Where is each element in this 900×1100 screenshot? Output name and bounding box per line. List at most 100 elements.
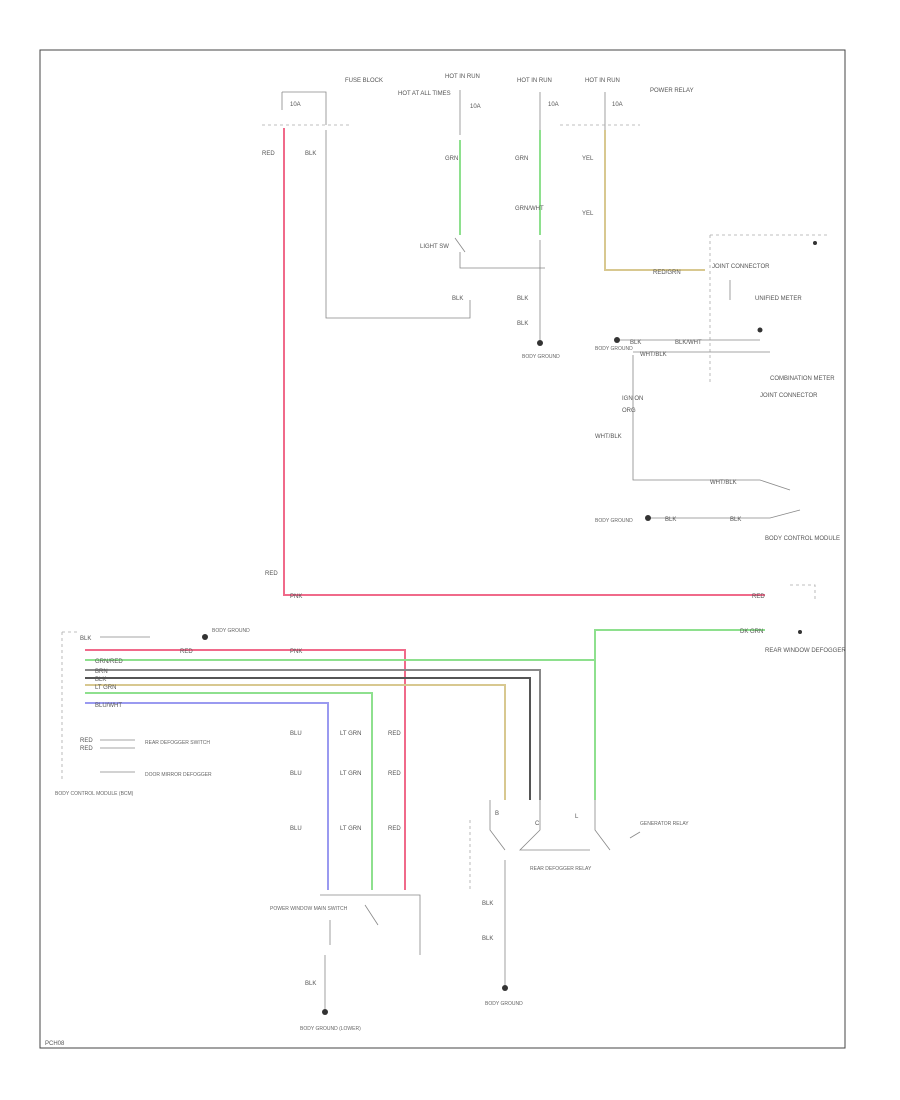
wire-label-blk-wht: BLK/WHT	[675, 340, 702, 346]
unified-meter-label: UNIFIED METER	[755, 296, 802, 302]
relay-arm	[629, 831, 641, 839]
wire-label-yel: YEL	[582, 156, 594, 162]
wire-label-blk-relay-2: BLK	[482, 936, 493, 942]
col-blu-label-3: BLU	[290, 826, 302, 832]
figure-code: PCH08	[45, 1041, 65, 1047]
col-red-label: RED	[388, 731, 401, 737]
light-sw-label: LIGHT SW	[420, 244, 449, 250]
wire-label-yel-2: YEL	[582, 211, 594, 217]
wire-label-blk-bcm: BLK	[80, 636, 91, 642]
wire-label-grn-wht: GRN/WHT	[515, 206, 544, 212]
wire-label-red-grn: RED/GRN	[653, 270, 681, 276]
power-relay-label: POWER RELAY	[650, 88, 694, 94]
ground-def-icon	[322, 1009, 328, 1015]
ground-lower-label: BODY GROUND (LOWER)	[300, 1026, 361, 1032]
power-window-main-label: POWER WINDOW MAIN SWITCH	[270, 906, 348, 912]
bus-dark-wire	[85, 677, 531, 800]
switch-contact	[454, 237, 545, 269]
wire-label-ign-on: IGN ON	[622, 396, 643, 402]
fuse-to-switch-wire	[325, 130, 471, 319]
col-lt-grn-label: LT GRN	[340, 731, 361, 737]
wire-label-grn-2: GRN	[515, 156, 528, 162]
bus-blue-wire	[85, 702, 329, 890]
bcm-connector-box	[61, 631, 78, 780]
meter-node-dot	[757, 327, 763, 333]
wire-label-wht-blk: WHT/BLK	[640, 352, 667, 358]
col-blu-label-2: BLU	[290, 771, 302, 777]
ground-1-icon	[537, 340, 543, 346]
relay-node-dot	[798, 630, 802, 634]
joint-connector-1-label: JOINT CONNECTOR	[712, 264, 770, 270]
col-blu-label: BLU	[290, 731, 302, 737]
rear-window-defogger-label: REAR WINDOW DEFOGGER	[765, 648, 846, 654]
rear-defogger-main-label: REAR DEFOGGER SWITCH	[145, 740, 210, 746]
ground-relay-icon	[502, 985, 508, 991]
wire-label-red-stub: RED	[80, 738, 93, 744]
wire-label-l: L	[575, 814, 579, 820]
col-red-label-3: RED	[388, 826, 401, 832]
fuse-b-label: 10A	[548, 102, 559, 108]
wire-label-red-end: RED	[752, 594, 765, 600]
col-lt-grn-label-2: LT GRN	[340, 771, 361, 777]
ground-4-label: BODY GROUND	[212, 628, 250, 634]
yellow-wire-top	[604, 130, 705, 271]
ground-2-label: BODY GROUND	[595, 346, 633, 352]
wire-label-red: RED	[262, 151, 275, 157]
fuse-block-label: FUSE BLOCK	[345, 78, 383, 84]
wire-label-blk-4: BLK	[517, 321, 528, 327]
wire-label-lt-grn: LT GRN	[95, 685, 116, 691]
wire-label-wht-blk-2: WHT/BLK	[595, 434, 622, 440]
wire-label-wht-blk-3: WHT/BLK	[710, 480, 737, 486]
wire-label-red-bus: RED	[180, 649, 193, 655]
defogger-switch-contacts	[329, 904, 379, 945]
ground-relay-label: BODY GROUND	[485, 1001, 523, 1007]
fuse-c-label: 10A	[612, 102, 623, 108]
wire-label-c: C	[535, 821, 540, 827]
joint-connector-2-label: JOINT CONNECTOR	[760, 393, 818, 399]
wire-label-blu-wht: BLU/WHT	[95, 703, 122, 709]
wire-label-pnk-bus: PNK	[290, 649, 302, 655]
body-ctrl-note-label: BODY CONTROL MODULE (BCM)	[55, 791, 134, 797]
defogger-stubs	[100, 739, 135, 749]
defogger-switch-box	[320, 894, 421, 955]
relay-box-dash	[790, 584, 816, 600]
fuse-bracket	[281, 91, 327, 125]
wire-label-brn: BRN	[95, 669, 108, 675]
ground-3-label: BODY GROUND	[595, 518, 633, 524]
wire-label-blk-relay: BLK	[482, 901, 493, 907]
ground-2-icon	[614, 337, 620, 343]
wire-label-blk-3: BLK	[517, 296, 528, 302]
fuse-top-label: 10A	[290, 102, 301, 108]
meter-down-wire	[632, 355, 791, 491]
wire-label-grn-red: GRN/RED	[95, 659, 123, 665]
red-main-wire	[283, 128, 765, 596]
wire-label-blk-lower-2: BLK	[730, 517, 741, 523]
hot-at-all-label: HOT AT ALL TIMES	[398, 91, 451, 97]
col-lt-grn-label-3: LT GRN	[340, 826, 361, 832]
ground-3-icon	[645, 515, 651, 521]
wire-label-blk-def: BLK	[305, 981, 316, 987]
relay-contacts	[489, 800, 611, 851]
meter-corner-dot	[813, 241, 817, 245]
bus-yellow-wire	[85, 684, 506, 800]
wire-label-blk: BLK	[305, 151, 316, 157]
fuse-c-group-label: HOT IN RUN	[585, 78, 620, 84]
wire-label-org: ORG	[622, 408, 636, 414]
wire-label-red-stub-2: RED	[80, 746, 93, 752]
hot-run-2-label: HOT IN RUN	[517, 78, 552, 84]
defogger-relay-label: REAR DEFOGGER RELAY	[530, 866, 592, 872]
wire-label-pnk: PNK	[290, 594, 302, 600]
bus-green-2-wire	[85, 692, 373, 890]
wire-label-b: B	[495, 811, 499, 817]
door-mirror-label: DOOR MIRROR DEFOGGER	[145, 772, 212, 778]
col-red-label-2: RED	[388, 771, 401, 777]
wire-label-blk-2: BLK	[452, 296, 463, 302]
fuse-a-label: 10A	[470, 104, 481, 110]
wire-label-grn: GRN	[445, 156, 458, 162]
combination-meter-label: COMBINATION METER	[770, 376, 835, 382]
generator-relay-label: GENERATOR RELAY	[640, 821, 689, 827]
hot-run-1-label: HOT IN RUN	[445, 74, 480, 80]
bus-green-wire	[85, 629, 765, 661]
wire-label-dk-grn: DK GRN	[740, 629, 763, 635]
